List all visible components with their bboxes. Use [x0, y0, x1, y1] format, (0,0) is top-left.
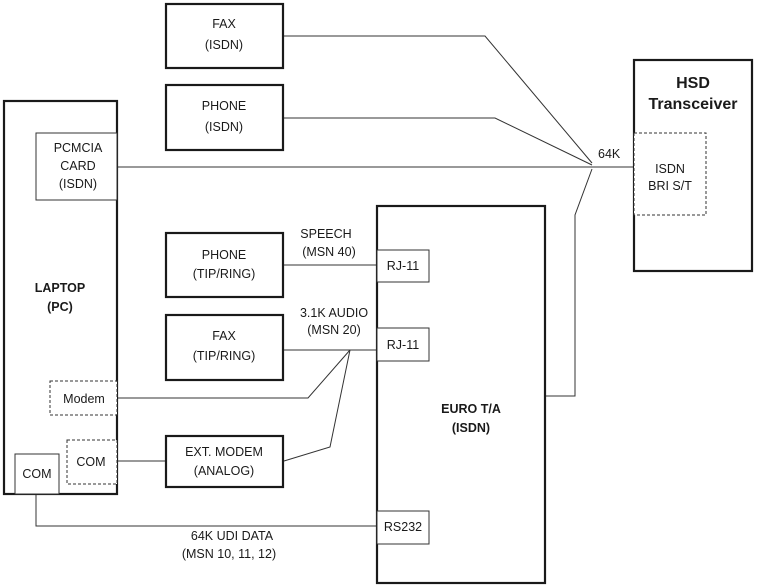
laptop-com-port-label: COM — [22, 467, 51, 481]
hsd-title-1: HSD — [676, 75, 710, 92]
ext-modem-label-2: (ANALOG) — [194, 464, 254, 478]
udi-label-1: 64K UDI DATA — [191, 529, 274, 543]
pcmcia-label-1: PCMCIA — [54, 141, 103, 155]
speech-label-2: (MSN 40) — [302, 245, 355, 259]
fax-tipring-label-1: FAX — [212, 329, 236, 343]
isdn-bri-port: ISDN BRI S/T — [634, 133, 706, 215]
pcmcia-label-2: CARD — [60, 159, 95, 173]
audio-label-1: 3.1K AUDIO — [300, 306, 368, 320]
rs232-port: RS232 — [377, 511, 429, 544]
hsd-title-2: Transceiver — [649, 96, 738, 113]
pcmcia-label-3: (ISDN) — [59, 177, 97, 191]
phone-isdn-box: PHONE (ISDN) — [166, 85, 283, 150]
fax-isdn-box: FAX (ISDN) — [166, 4, 283, 68]
laptop-title-1: LAPTOP — [35, 281, 85, 295]
laptop-title-2: (PC) — [47, 300, 73, 314]
wire-fax-isdn — [284, 36, 592, 163]
rj11-top-label: RJ-11 — [387, 259, 419, 273]
fax-isdn-label-1: FAX — [212, 17, 236, 31]
fax-isdn-label-2: (ISDN) — [205, 38, 243, 52]
wire-phone-isdn — [284, 118, 592, 165]
phone-tipring-label-1: PHONE — [202, 248, 246, 262]
euro-ta-title-1: EURO T/A — [441, 402, 501, 416]
laptop-modem: Modem — [50, 381, 117, 415]
ext-modem-box: EXT. MODEM (ANALOG) — [166, 436, 283, 487]
speech-label-1: SPEECH — [300, 227, 351, 241]
rs232-label: RS232 — [384, 520, 422, 534]
wire-udi — [36, 494, 383, 526]
wire-euro-uplink — [546, 169, 592, 396]
rate-64k-label: 64K — [598, 147, 621, 161]
laptop-com-dashed-label: COM — [76, 455, 105, 469]
phone-tipring-box: PHONE (TIP/RING) — [166, 233, 283, 297]
laptop-com-port: COM — [15, 454, 59, 494]
laptop-com-dashed: COM — [67, 440, 117, 484]
isdn-bri-label-1: ISDN — [655, 162, 685, 176]
phone-tipring-label-2: (TIP/RING) — [193, 267, 256, 281]
phone-isdn-label-1: PHONE — [202, 99, 246, 113]
wire-ext-modem — [284, 350, 350, 461]
fax-tipring-label-2: (TIP/RING) — [193, 349, 256, 363]
isdn-bri-label-2: BRI S/T — [648, 179, 692, 193]
udi-label-2: (MSN 10, 11, 12) — [182, 547, 276, 561]
laptop-modem-label: Modem — [63, 392, 105, 406]
euro-ta-title-2: (ISDN) — [452, 421, 490, 435]
rj11-bottom-port: RJ-11 — [377, 328, 429, 361]
audio-label-2: (MSN 20) — [307, 323, 360, 337]
ext-modem-label-1: EXT. MODEM — [185, 445, 263, 459]
fax-tipring-box: FAX (TIP/RING) — [166, 315, 283, 380]
rj11-top-port: RJ-11 — [377, 250, 429, 282]
rj11-bottom-label: RJ-11 — [387, 338, 419, 352]
pcmcia-card: PCMCIA CARD (ISDN) — [36, 133, 117, 200]
phone-isdn-label-2: (ISDN) — [205, 120, 243, 134]
